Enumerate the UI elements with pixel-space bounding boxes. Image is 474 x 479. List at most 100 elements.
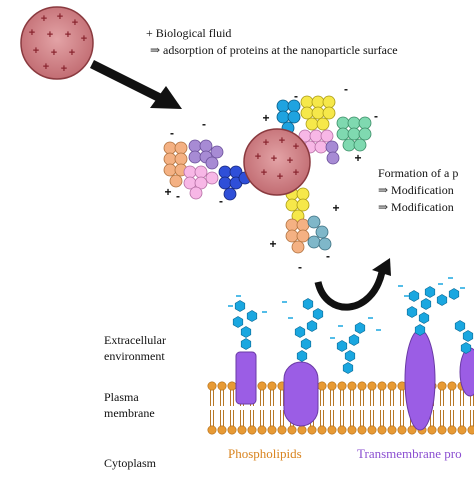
lipid-head xyxy=(347,381,357,391)
lipid-head xyxy=(207,425,217,435)
lipid-head xyxy=(257,381,267,391)
corona-formation-label: Formation of a p xyxy=(378,166,459,180)
sugar-hexagon xyxy=(408,290,420,302)
lipid-tail xyxy=(390,410,394,426)
lipid-head xyxy=(277,425,287,435)
lipid-head xyxy=(377,381,387,391)
transmembrane-legend: Transmembrane pro xyxy=(357,446,462,461)
extracellular-label-line1: Extracellular xyxy=(104,333,166,347)
protein-cluster-top xyxy=(276,95,372,165)
lipid-tail xyxy=(330,390,334,406)
lipid-head xyxy=(317,381,327,391)
svg-text:-: - xyxy=(176,189,180,203)
lipid-tail xyxy=(250,410,254,426)
adsorption-label: ⇒ adsorption of proteins at the nanopart… xyxy=(150,43,398,57)
sugar-hexagon xyxy=(436,294,448,306)
sugar-hexagon xyxy=(406,306,418,318)
lipid-head xyxy=(257,425,267,435)
svg-text:+: + xyxy=(332,201,339,215)
sugar-hexagon xyxy=(234,300,246,312)
uptake-curved-arrow xyxy=(314,258,391,311)
sugar-hexagon xyxy=(296,350,308,362)
lipid-head xyxy=(227,381,237,391)
svg-text:+: + xyxy=(354,151,361,165)
svg-text:+: + xyxy=(277,171,283,183)
svg-text:+: + xyxy=(69,47,75,59)
sugar-hexagon xyxy=(240,326,252,338)
lipid-head xyxy=(357,425,367,435)
svg-text:-: - xyxy=(202,117,206,131)
lipid-head xyxy=(437,381,447,391)
lipid-head xyxy=(347,425,357,435)
lipid-tail xyxy=(440,410,444,426)
lipid-tail xyxy=(350,410,354,426)
lipid-head xyxy=(297,425,307,435)
protein-cluster-bottom xyxy=(285,187,332,254)
lipid-tail xyxy=(400,390,404,406)
lipid-tail xyxy=(450,410,454,426)
sugar-hexagon xyxy=(454,320,466,332)
sugar-hexagon xyxy=(420,298,432,310)
modification-label-1: ⇒ Modification xyxy=(378,183,454,197)
sugar-hexagon xyxy=(294,326,306,338)
sugar-hexagon xyxy=(336,340,348,352)
lipid-head xyxy=(367,425,377,435)
lipid-head xyxy=(367,381,377,391)
sugar-hexagon xyxy=(300,338,312,350)
sugar-hexagon xyxy=(462,330,474,342)
svg-text:+: + xyxy=(51,47,57,59)
sugar-hexagon xyxy=(354,322,366,334)
lipid-tail xyxy=(260,390,264,406)
lipid-head xyxy=(377,425,387,435)
svg-text:+: + xyxy=(61,63,67,75)
lipid-tail xyxy=(260,410,264,426)
lipid-tail xyxy=(230,390,234,406)
adsorption-arrow xyxy=(89,59,182,109)
lipid-tail xyxy=(390,390,394,406)
svg-text:+: + xyxy=(287,155,293,167)
transmembrane-proteins xyxy=(235,329,474,431)
lipid-tail xyxy=(210,390,214,406)
lipid-head xyxy=(217,425,227,435)
lipid-head xyxy=(337,381,347,391)
lipid-tail xyxy=(380,410,384,426)
plasma-membrane-line2: membrane xyxy=(104,406,155,420)
lipid-head xyxy=(397,425,407,435)
svg-text:+: + xyxy=(29,27,35,39)
svg-text:+: + xyxy=(262,111,269,125)
lipid-head xyxy=(407,425,417,435)
lipid-tail xyxy=(230,410,234,426)
lipid-head xyxy=(237,425,247,435)
lipid-tail xyxy=(280,390,284,406)
svg-text:+: + xyxy=(72,17,78,29)
lipid-head xyxy=(387,381,397,391)
lipid-tail xyxy=(460,390,464,406)
svg-text:+: + xyxy=(293,167,299,179)
sugar-hexagon xyxy=(348,334,360,346)
lipid-tail xyxy=(330,410,334,426)
lipid-head xyxy=(337,425,347,435)
biological-fluid-label: + Biological fluid xyxy=(146,26,232,40)
svg-text:+: + xyxy=(293,141,299,153)
lipid-tail xyxy=(450,390,454,406)
sugar-hexagon xyxy=(418,312,430,324)
lipid-tail xyxy=(210,410,214,426)
svg-text:+: + xyxy=(164,185,171,199)
lipid-head xyxy=(437,425,447,435)
lipid-tail xyxy=(360,410,364,426)
lipid-head xyxy=(267,381,277,391)
modification-label-2: ⇒ Modification xyxy=(378,200,454,214)
lipid-head xyxy=(217,381,227,391)
sugar-hexagon xyxy=(460,342,472,354)
lipid-tail xyxy=(460,410,464,426)
lipid-tail xyxy=(360,390,364,406)
sugar-hexagon xyxy=(240,338,252,350)
extracellular-label: Extracellular environment xyxy=(104,332,166,364)
lipid-head xyxy=(267,425,277,435)
lipid-head xyxy=(447,381,457,391)
lipid-tail xyxy=(470,410,474,426)
lipid-head xyxy=(447,425,457,435)
lipid-tail xyxy=(350,390,354,406)
lipid-head xyxy=(457,425,467,435)
